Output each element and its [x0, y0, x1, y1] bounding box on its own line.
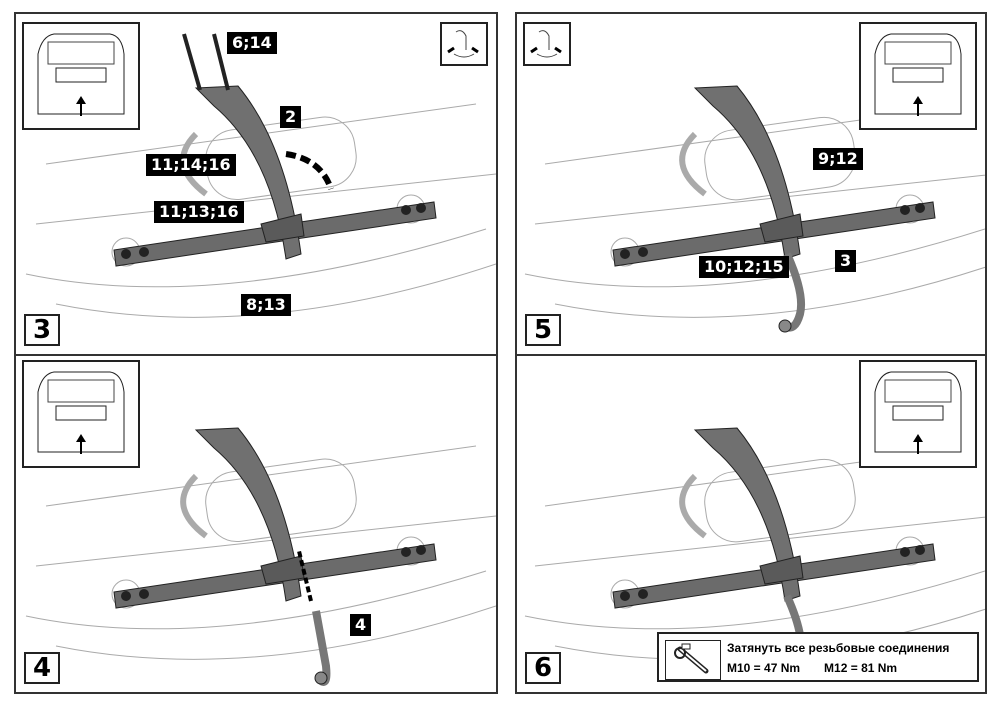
part-label: 11;14;16	[146, 154, 236, 176]
step-6-panel: Затянуть все резьбовые соединения M10 = …	[515, 354, 987, 694]
torque-m12: M12 = 81 Nm	[824, 661, 898, 675]
part-label: 6;14	[227, 32, 277, 54]
part-label: 3	[835, 250, 857, 272]
towbar-arm	[194, 85, 302, 260]
car-rear-icon	[859, 360, 977, 468]
bolt-head	[915, 545, 925, 555]
part-label: 4	[350, 614, 372, 636]
torque-title: Затянуть все резьбовые соединения	[727, 641, 950, 655]
step-4-panel: 4 4	[14, 354, 498, 694]
bolt	[212, 33, 230, 91]
bolt-head	[121, 591, 131, 601]
towbar-scene	[25, 33, 496, 318]
torque-note: Затянуть все резьбовые соединения M10 = …	[657, 632, 979, 682]
bolt-head	[638, 589, 648, 599]
step-3-panel: 6;14 2 11;14;16 11;13;16 8;13 3	[14, 12, 498, 356]
hand-rotate-icon	[523, 22, 571, 66]
bolt-head	[121, 249, 131, 259]
bolt-head	[139, 589, 149, 599]
bolt-head	[401, 205, 411, 215]
bolt-head	[416, 203, 426, 213]
part-label: 11;13;16	[154, 201, 244, 223]
towbar-scene	[25, 427, 496, 686]
bolt-head	[139, 247, 149, 257]
towbar-arm	[194, 427, 302, 602]
ratchet-wrench-icon	[665, 640, 721, 680]
bolt	[182, 33, 202, 91]
car-rear-icon	[22, 22, 140, 130]
bolt-head	[900, 547, 910, 557]
rotate-arrow	[285, 151, 334, 191]
bolt-head	[638, 247, 648, 257]
part-label: 10;12;15	[699, 256, 789, 278]
bolt-head	[620, 591, 630, 601]
bolt-head	[900, 205, 910, 215]
towbar-arm	[693, 427, 801, 602]
part-label: 8;13	[241, 294, 291, 316]
arm-bracket	[759, 213, 804, 243]
tow-hook	[312, 610, 331, 686]
exhaust-pipe	[679, 131, 707, 197]
exhaust-pipe	[180, 473, 208, 539]
step-number: 4	[24, 652, 60, 684]
part-label: 2	[280, 106, 302, 128]
car-rear-icon	[859, 22, 977, 130]
car-rear-icon	[22, 360, 140, 468]
step-number: 3	[24, 314, 60, 346]
bolt-head	[620, 249, 630, 259]
exhaust-pipe	[679, 473, 707, 539]
part-label: 9;12	[813, 148, 863, 170]
step-5-panel: 9;12 10;12;15 3 5	[515, 12, 987, 356]
step-number: 5	[525, 314, 561, 346]
bolt-head	[915, 203, 925, 213]
arm-bracket	[260, 213, 305, 243]
tow-ball	[778, 319, 792, 333]
bolt-head	[416, 545, 426, 555]
tow-ball	[314, 671, 328, 685]
towbar-arm	[693, 85, 801, 260]
towbar-scene	[524, 85, 985, 333]
torque-m10: M10 = 47 Nm	[727, 661, 801, 675]
step-number: 6	[525, 652, 561, 684]
arm-bracket	[759, 555, 804, 585]
bolt-head	[401, 547, 411, 557]
hand-rotate-icon	[440, 22, 488, 66]
